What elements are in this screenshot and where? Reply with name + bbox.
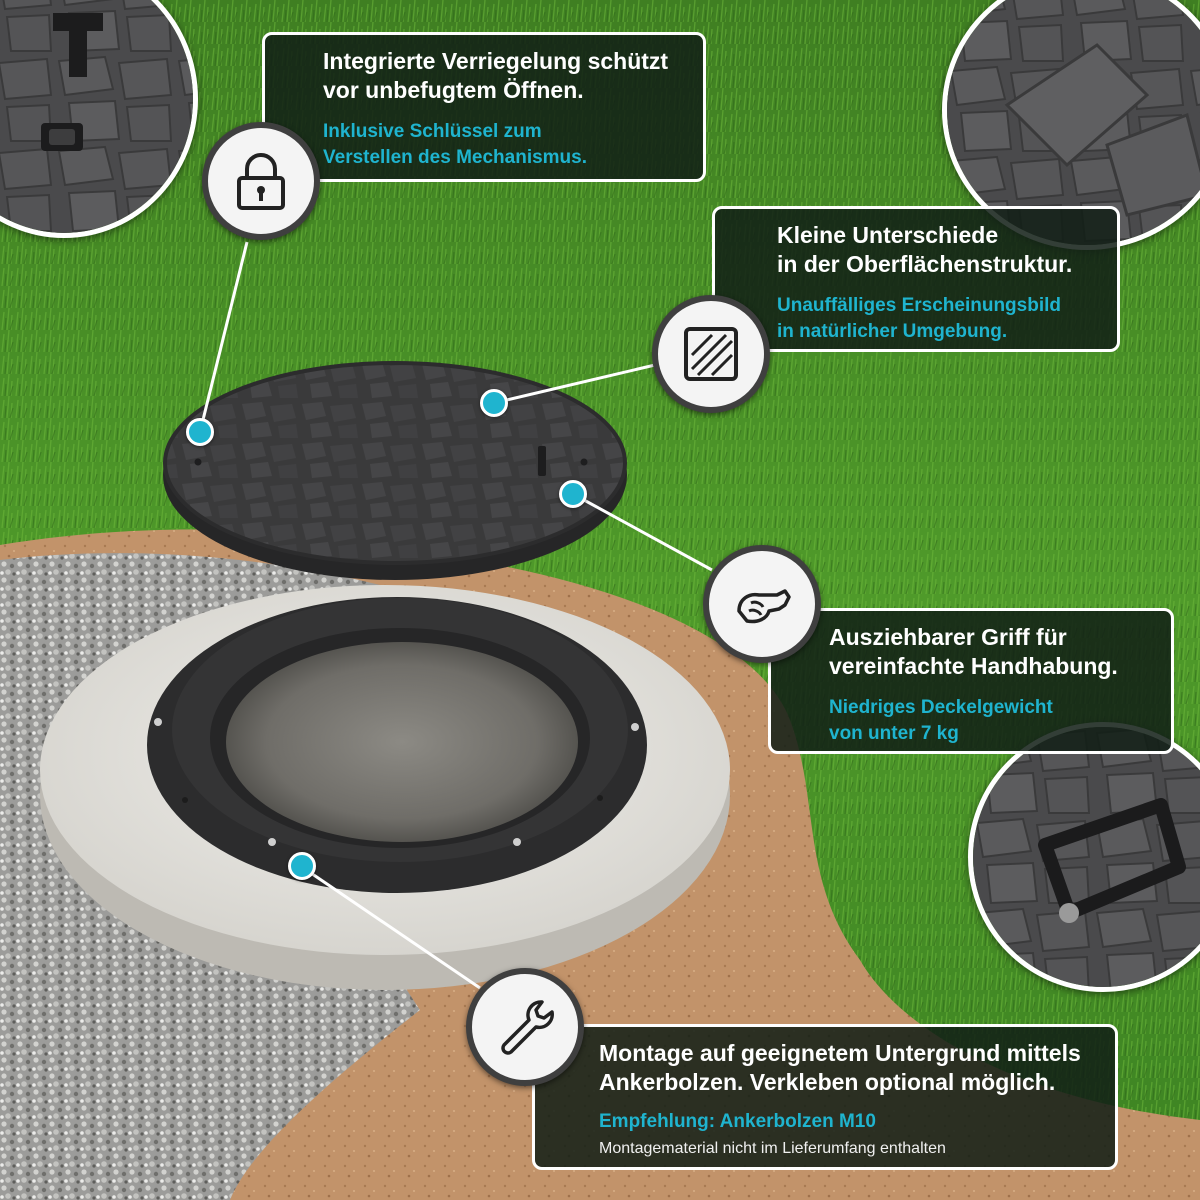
grip-icon-badge bbox=[703, 545, 821, 663]
texture-icon-badge bbox=[652, 295, 770, 413]
callout-title: Kleine Unterschiede in der Oberflächenst… bbox=[777, 222, 1073, 277]
callout-handle: Ausziehbarer Griff für vereinfachte Hand… bbox=[768, 608, 1174, 754]
detail-handle-zoom bbox=[968, 722, 1200, 992]
callout-surface: Kleine Unterschiede in der Oberflächenst… bbox=[712, 206, 1120, 352]
connector-lines bbox=[198, 241, 713, 990]
padlock-icon bbox=[237, 153, 285, 210]
callout-subtitle: Unauffälliges Erscheinungsbild in natürl… bbox=[777, 295, 1061, 342]
callout-mounting: Montage auf geeignetem Untergrund mittel… bbox=[532, 1024, 1118, 1170]
callout-note: Montagematerial nicht im Lieferumfang en… bbox=[599, 1140, 946, 1157]
detail-surface-zoom bbox=[942, 0, 1200, 250]
callout-subtitle: Empfehlung: Ankerbolzen M10 bbox=[599, 1111, 876, 1132]
callout-subtitle: Inklusive Schlüssel zum Verstellen des M… bbox=[323, 121, 588, 168]
callout-title: Ausziehbarer Griff für vereinfachte Hand… bbox=[829, 624, 1118, 679]
hotspot-dot bbox=[288, 852, 316, 880]
detail-lock-zoom bbox=[0, 0, 198, 238]
texture-hatch-icon bbox=[684, 327, 738, 381]
grip-hand-icon bbox=[737, 589, 791, 624]
hotspot-dot bbox=[559, 480, 587, 508]
lock-icon-badge bbox=[202, 122, 320, 240]
callout-subtitle: Niedriges Deckelgewicht von unter 7 kg bbox=[829, 697, 1053, 744]
hotspot-dot bbox=[480, 389, 508, 417]
wrench-icon bbox=[501, 1000, 554, 1055]
wrench-icon-badge bbox=[466, 968, 584, 1086]
callout-lock: Integrierte Verriegelung schützt vor unb… bbox=[262, 32, 706, 182]
hotspot-dot bbox=[186, 418, 214, 446]
callout-title: Montage auf geeignetem Untergrund mittel… bbox=[599, 1040, 1081, 1095]
callout-title: Integrierte Verriegelung schützt vor unb… bbox=[323, 48, 669, 103]
